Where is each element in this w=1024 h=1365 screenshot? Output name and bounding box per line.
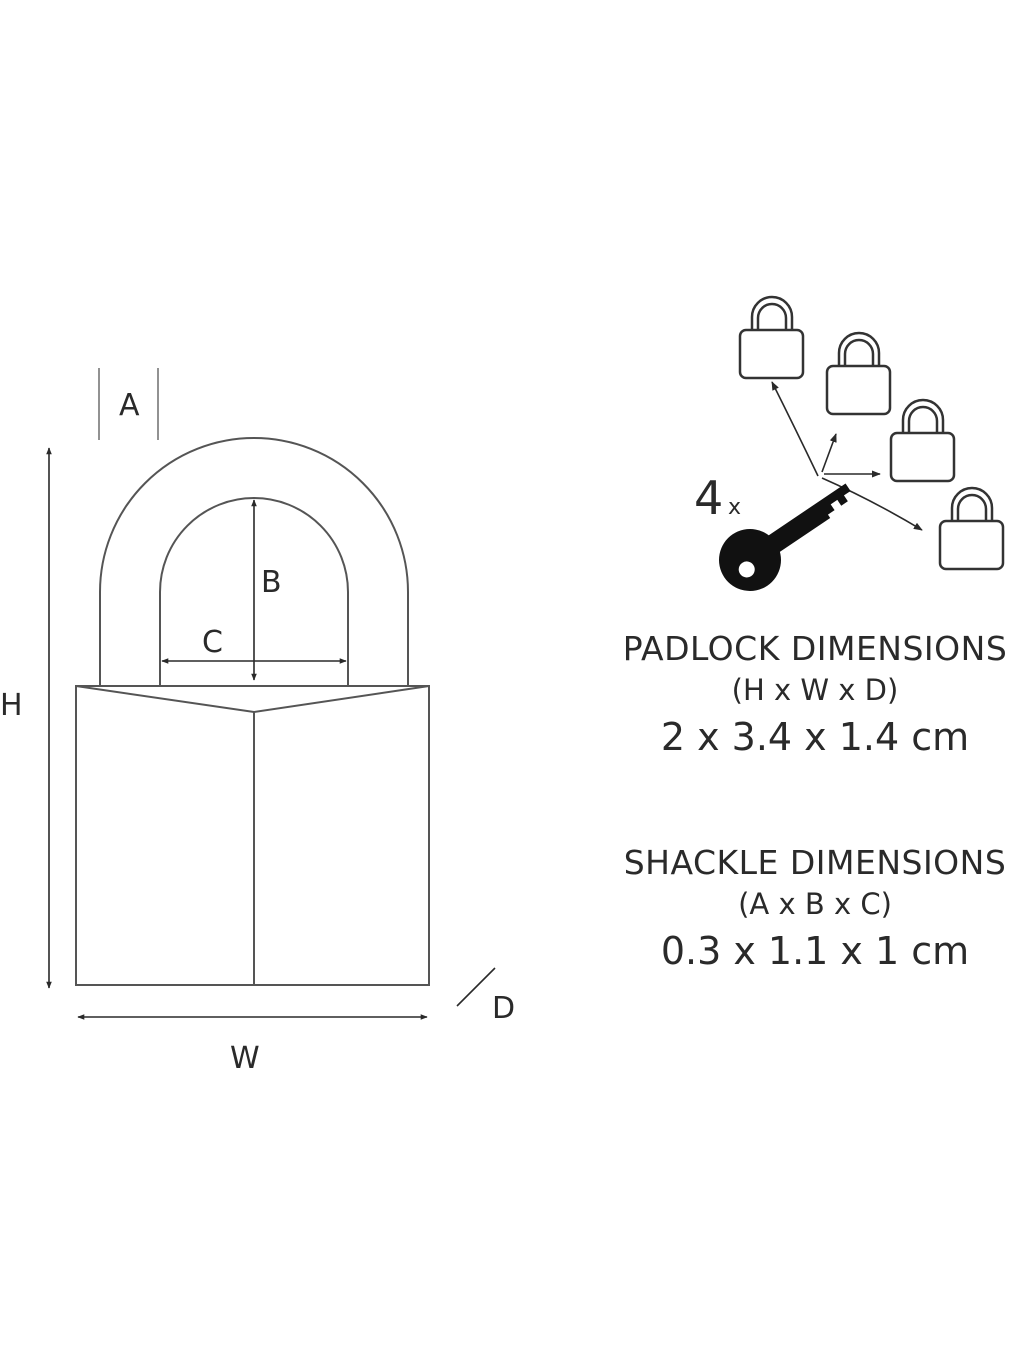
- shackle-dimensions-value: 0.3 x 1.1 x 1 cm: [660, 929, 970, 973]
- arrow-to-lock-2: [821, 433, 837, 473]
- label-d: D: [492, 991, 515, 1026]
- label-a: A: [119, 388, 140, 423]
- shackle-dimensions-heading: SHACKLE DIMENSIONS: [623, 843, 1007, 882]
- arrow-to-lock-1: [771, 381, 819, 477]
- key-count-suffix: x: [728, 495, 741, 520]
- dimension-lines: [46, 368, 496, 1020]
- label-b: B: [261, 565, 282, 600]
- padlock-drawing: [75, 437, 430, 986]
- padlock-dimensions-value: 2 x 3.4 x 1.4 cm: [660, 715, 970, 759]
- body-bevel: [75, 685, 430, 714]
- padlock-icon: [825, 331, 892, 416]
- label-w: W: [230, 1041, 260, 1076]
- padlock-dimensions-heading: PADLOCK DIMENSIONS: [622, 629, 1008, 668]
- label-c: C: [202, 625, 223, 660]
- label-h: H: [0, 688, 23, 723]
- padlock-icon: [738, 295, 805, 380]
- lock-body: [75, 685, 430, 986]
- padlock-dimensions-block: PADLOCK DIMENSIONS (H x W x D) 2 x 3.4 x…: [560, 628, 1024, 764]
- shackle-inner: [159, 497, 349, 686]
- key-count: 4: [694, 471, 723, 525]
- shackle-dimensions-formula: (A x B x C): [738, 887, 892, 921]
- key-to-lock-arrows: [771, 381, 923, 531]
- padlock-icon: [938, 486, 1005, 571]
- padlock-icon: [889, 398, 956, 483]
- d-indicator: [456, 967, 496, 1007]
- arrow-to-lock-4: [821, 477, 923, 531]
- shackle-outer: [99, 437, 409, 686]
- key-icon: [719, 483, 851, 591]
- padlock-dimensions-formula: (H x W x D): [731, 673, 899, 707]
- shackle-dimensions-block: SHACKLE DIMENSIONS (A x B x C) 0.3 x 1.1…: [560, 842, 1024, 978]
